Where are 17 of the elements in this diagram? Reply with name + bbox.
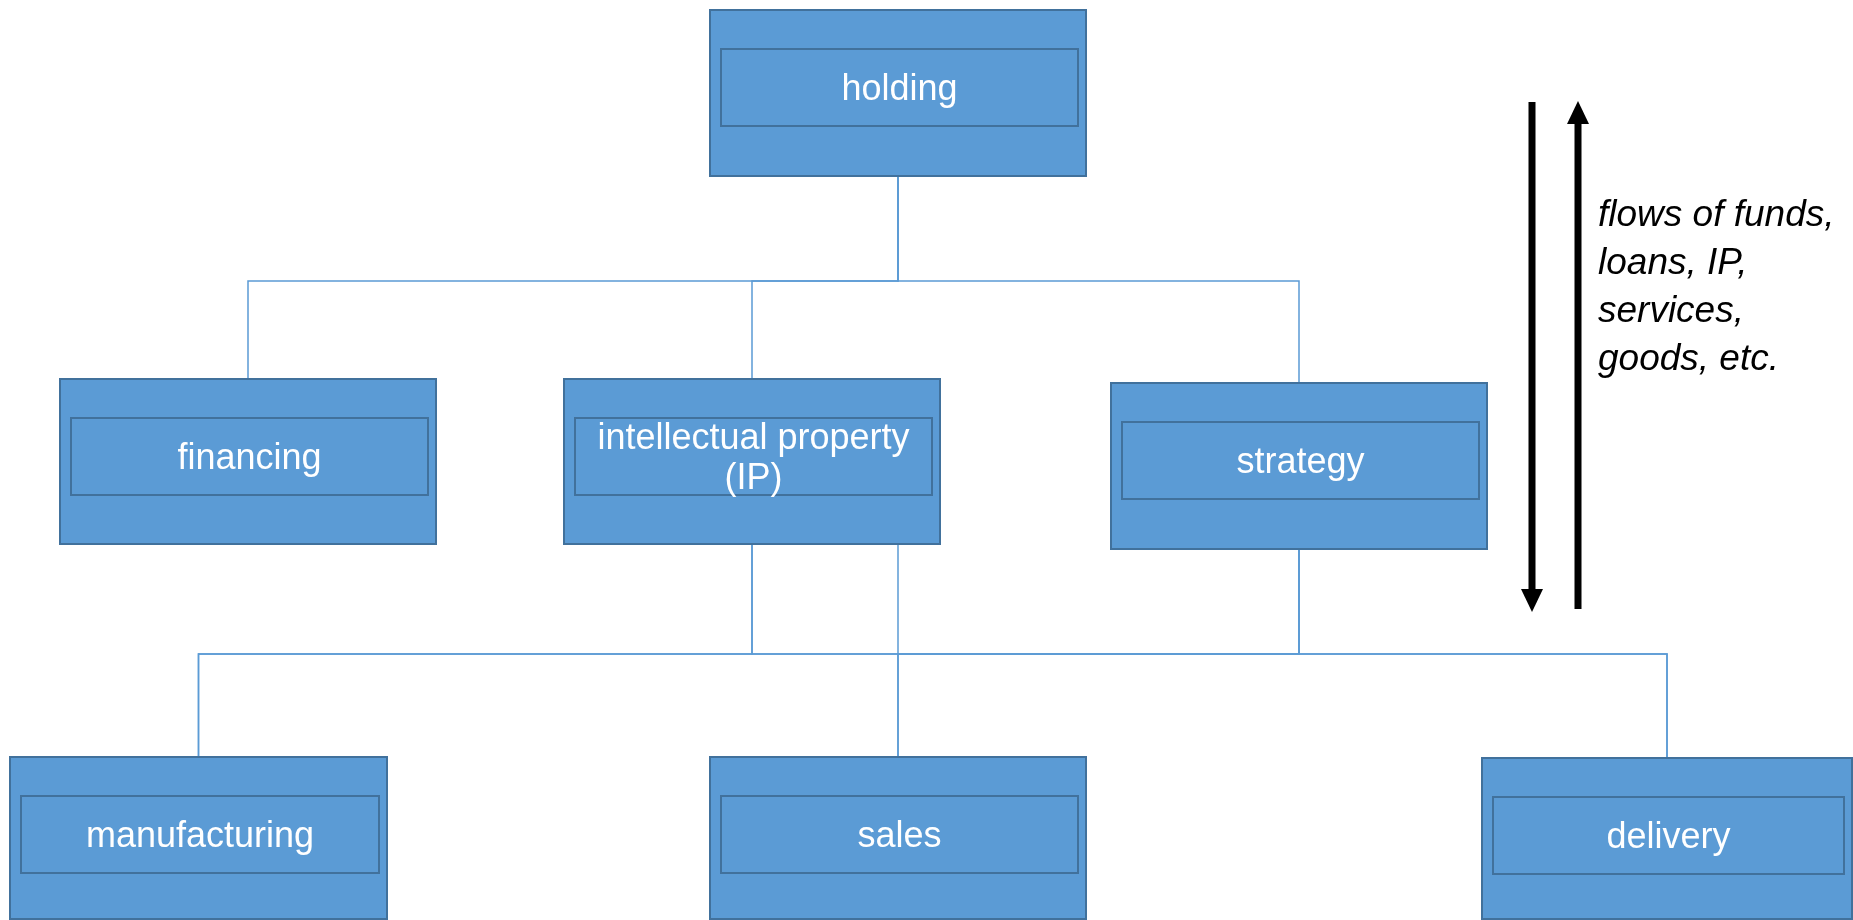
box-label: intellectual property (IP) xyxy=(596,416,911,497)
box-label: sales xyxy=(857,814,942,855)
box-label: financing xyxy=(177,436,322,477)
box-label: strategy xyxy=(1236,440,1365,481)
org-box xyxy=(9,756,388,920)
org-box xyxy=(709,756,1087,920)
org-box xyxy=(709,9,1087,177)
box-label: delivery xyxy=(1606,815,1731,856)
box-label: manufacturing xyxy=(85,814,315,855)
org-box xyxy=(563,378,941,545)
org-box xyxy=(1481,757,1853,920)
connector-line xyxy=(1298,549,1668,758)
note-text: flows of funds, loans, IP, services, goods, etc. xyxy=(1598,192,1836,381)
org-box xyxy=(59,378,437,545)
connector-line xyxy=(897,176,1300,383)
org-box xyxy=(1110,382,1488,550)
box-label: holding xyxy=(841,67,958,108)
